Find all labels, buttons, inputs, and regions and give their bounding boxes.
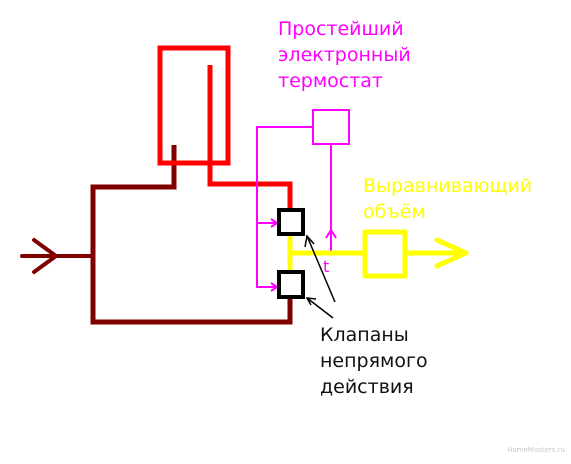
heater-tank [157, 45, 293, 212]
upper-valve [277, 208, 305, 236]
outlet-pipe [287, 229, 469, 279]
lower-valve [277, 270, 305, 299]
valves-label-line-2: непрямого [320, 350, 428, 372]
valves-label-line-1: Клапаны [320, 324, 409, 346]
thermostat-label-line-2: электронный [278, 44, 411, 66]
buffer-volume [362, 229, 408, 279]
valves-label-line-3: действия [320, 376, 414, 398]
buffer-volume-label-line-1: Выравнивающий [363, 175, 533, 197]
thermostat-label: Простейший электронный термостат [278, 16, 411, 94]
thermostat-label-line-3: термостат [278, 70, 384, 92]
cold-pipe [90, 145, 293, 325]
valves [277, 208, 305, 299]
watermark: HomeMasters.ru [507, 446, 565, 454]
buffer-volume-label: Выравнивающий объём [363, 173, 532, 225]
valves-label: Клапаны непрямого действия [320, 322, 428, 400]
buffer-volume-label-line-2: объём [363, 201, 426, 223]
valve-leader-arrows [304, 234, 336, 319]
thermostat-label-line-1: Простейший [278, 18, 404, 40]
inlet-arrow [20, 238, 95, 274]
thermostat-box [312, 109, 350, 145]
temperature-mark: t [323, 257, 330, 276]
control-lines [256, 109, 350, 292]
